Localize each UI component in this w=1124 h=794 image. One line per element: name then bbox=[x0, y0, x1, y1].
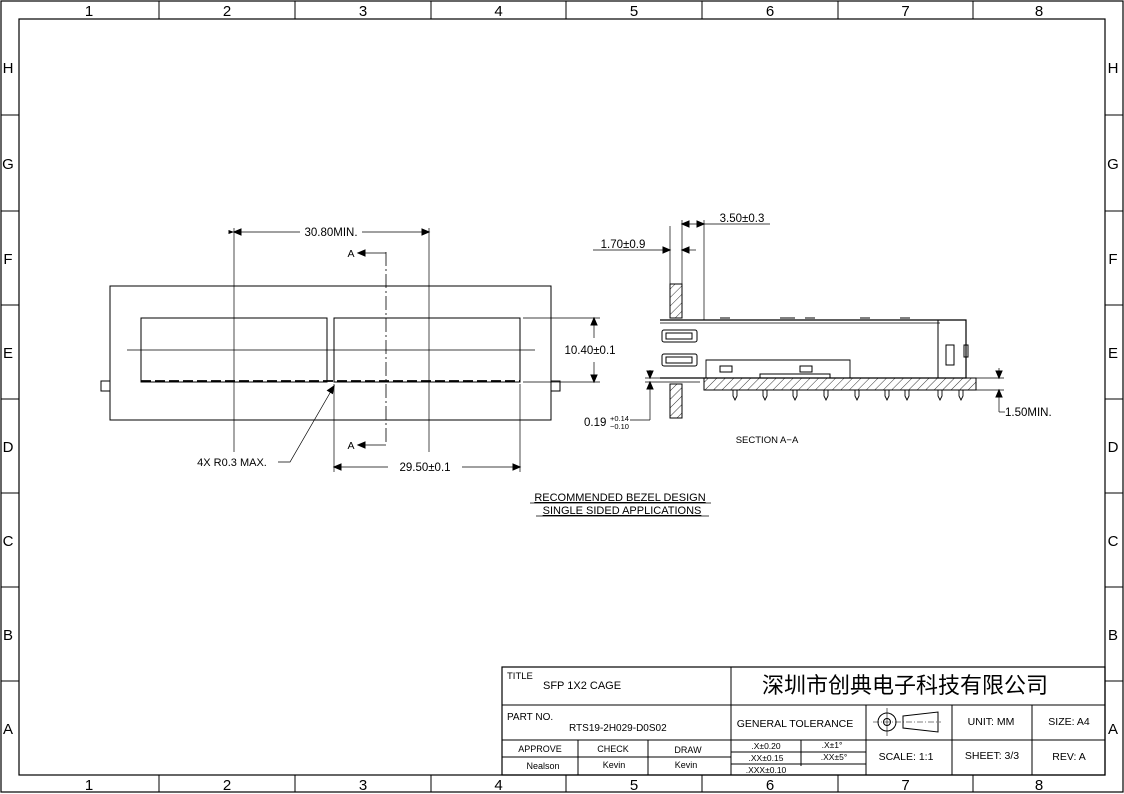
left-tab bbox=[100, 380, 111, 392]
row-labels-left: H G F E D C B A bbox=[2, 60, 14, 738]
column-labels-bottom: 1 2 3 4 5 6 7 8 bbox=[85, 777, 1043, 794]
zone-row-label: D bbox=[1108, 439, 1119, 456]
zone-row-label: G bbox=[1107, 156, 1119, 173]
part-label: PART NO. bbox=[507, 712, 553, 723]
zone-column-label: 1 bbox=[85, 3, 93, 20]
dim-29-50: 29.50±0.1 bbox=[399, 462, 450, 474]
zone-column-label: 2 bbox=[223, 3, 231, 20]
sheet-number: SHEET: 3/3 bbox=[965, 750, 1019, 762]
draw-label: DRAW bbox=[674, 745, 702, 755]
scale: SCALE: 1:1 bbox=[879, 751, 934, 763]
angle-tol-2: .XX±5° bbox=[821, 752, 848, 762]
zone-column-label: 6 bbox=[766, 3, 774, 20]
dim-0-19-minus: −0.10 bbox=[610, 422, 629, 431]
tolerance-x: .X±0.20 bbox=[751, 741, 781, 751]
zone-row-label: A bbox=[1108, 721, 1118, 738]
angle-tol-1: .X±1° bbox=[822, 740, 843, 750]
press-fit-pin bbox=[854, 390, 860, 402]
revision: REV: A bbox=[1052, 751, 1085, 763]
draw-name: Kevin bbox=[675, 760, 698, 770]
zone-column-label: 3 bbox=[359, 777, 367, 794]
zone-row-label: E bbox=[1108, 345, 1118, 362]
right-tab bbox=[550, 380, 561, 392]
section-view bbox=[593, 220, 1005, 421]
zone-row-label: A bbox=[3, 721, 13, 738]
dim-3-50: 3.50±0.3 bbox=[720, 213, 765, 225]
approve-label: APPROVE bbox=[518, 744, 562, 754]
tolerance-xx: .XX±0.15 bbox=[749, 753, 784, 763]
note-line-1: RECOMMENDED BEZEL DESIGN bbox=[534, 492, 705, 504]
zone-row-label: E bbox=[3, 345, 13, 362]
zone-row-label: F bbox=[1108, 251, 1117, 268]
zone-row-label: H bbox=[1108, 60, 1119, 77]
press-fit-pin bbox=[937, 390, 943, 402]
section-marker-bottom: A bbox=[347, 440, 354, 452]
zone-column-label: 5 bbox=[630, 777, 638, 794]
zone-row-label: D bbox=[3, 439, 14, 456]
front-view bbox=[100, 228, 600, 472]
column-labels-top: 1 2 3 4 5 6 7 8 bbox=[85, 3, 1043, 20]
press-fit-pin bbox=[792, 390, 798, 402]
zone-row-label: H bbox=[3, 60, 14, 77]
press-fit-pin bbox=[762, 390, 768, 402]
press-fit-pin bbox=[958, 390, 964, 402]
dim-0-19: 0.19 bbox=[584, 417, 606, 429]
dim-0-19-plus: +0.14 bbox=[610, 414, 629, 423]
part-value: RTS19-2H029-D0S02 bbox=[569, 723, 667, 734]
size: SIZE: A4 bbox=[1048, 716, 1090, 728]
zone-column-label: 4 bbox=[494, 3, 502, 20]
zone-column-label: 8 bbox=[1035, 777, 1043, 794]
zone-row-label: B bbox=[1108, 627, 1118, 644]
dim-corner-radius: 4X R0.3 MAX. bbox=[197, 457, 267, 469]
zone-row-label: C bbox=[3, 533, 14, 550]
zone-column-label: 7 bbox=[901, 777, 909, 794]
bezel-plate bbox=[669, 283, 683, 319]
zone-column-label: 5 bbox=[630, 3, 638, 20]
press-fit-pin bbox=[884, 390, 890, 402]
zone-row-label: F bbox=[3, 251, 12, 268]
pcb bbox=[703, 377, 977, 391]
check-name: Kevin bbox=[603, 760, 626, 770]
press-fit-pin bbox=[732, 390, 738, 402]
company-name: 深圳市创典电子科技有限公司 bbox=[762, 674, 1048, 699]
section-marker-top: A bbox=[347, 248, 354, 260]
dim-1-70: 1.70±0.9 bbox=[601, 239, 646, 251]
zone-column-label: 1 bbox=[85, 777, 93, 794]
check-label: CHECK bbox=[597, 744, 629, 754]
unit: UNIT: MM bbox=[968, 716, 1015, 728]
section-label: SECTION A−A bbox=[736, 435, 799, 446]
zone-column-label: 4 bbox=[494, 777, 502, 794]
general-tolerance: GENERAL TOLERANCE bbox=[737, 718, 854, 730]
zone-column-label: 2 bbox=[223, 777, 231, 794]
approve-name: Nealson bbox=[526, 761, 559, 771]
zone-column-label: 3 bbox=[359, 3, 367, 20]
dim-30-80: 30.80MIN. bbox=[304, 227, 357, 239]
zone-column-label: 8 bbox=[1035, 3, 1043, 20]
tolerance-xxx: .XXX±0.10 bbox=[746, 765, 787, 775]
dim-1-50: 1.50MIN. bbox=[1005, 407, 1052, 419]
zone-column-label: 6 bbox=[766, 777, 774, 794]
press-fit-pin bbox=[823, 390, 829, 402]
press-fit-pin bbox=[904, 390, 910, 402]
note-line-2: SINGLE SIDED APPLICATIONS bbox=[543, 505, 702, 517]
title-value: SFP 1X2 CAGE bbox=[543, 680, 621, 692]
zone-row-label: B bbox=[3, 627, 13, 644]
bezel-outline bbox=[109, 285, 552, 421]
title-block bbox=[501, 666, 1106, 776]
dim-10-40: 10.40±0.1 bbox=[564, 345, 615, 357]
row-labels-right: H G F E D C B A bbox=[1107, 60, 1119, 738]
zone-row-label: G bbox=[2, 156, 14, 173]
zone-column-label: 7 bbox=[901, 3, 909, 20]
zone-row-label: C bbox=[1108, 533, 1119, 550]
title-label: TITLE bbox=[507, 671, 533, 682]
